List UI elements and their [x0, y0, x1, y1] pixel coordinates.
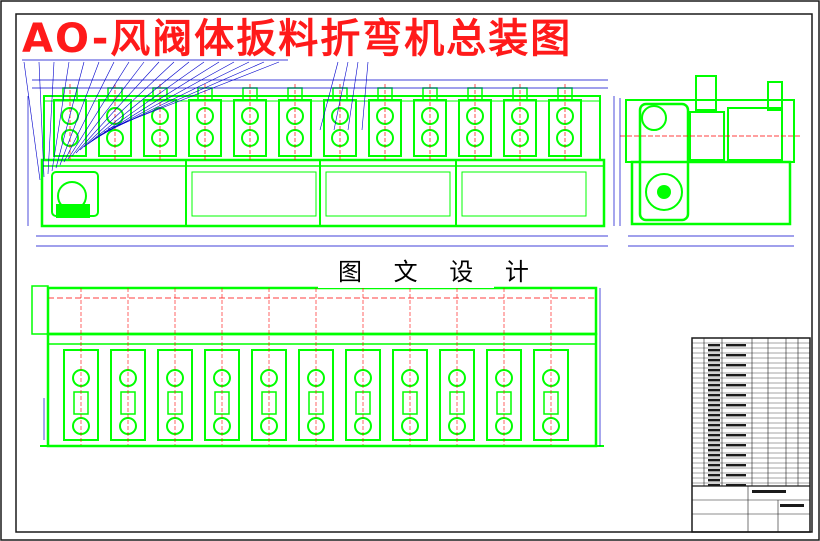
side-top-pulley: [641, 105, 667, 131]
side-base: [630, 160, 792, 226]
parts-list-code-3: [708, 359, 720, 362]
parts-list-code-4: [708, 364, 720, 367]
parts-list-name-12: [726, 404, 746, 407]
parts-list-code-10: [708, 394, 720, 397]
parts-list-name-0: [726, 344, 746, 347]
parts-list-name-28: [726, 484, 746, 487]
leader-line-right-3: [361, 61, 369, 131]
leader-line-right-1: [333, 61, 349, 131]
parts-list-name-16: [726, 424, 746, 427]
top-left-endplate: [31, 285, 49, 335]
base-panel-2: [461, 171, 587, 217]
top-view: [31, 285, 604, 448]
leader-line-0: [23, 61, 41, 181]
parts-list-code-16: [708, 424, 720, 427]
parts-list-code-12: [708, 404, 720, 407]
watermark-background: [318, 254, 494, 288]
leader-line-6: [63, 61, 115, 163]
parts-list-code-1: [708, 349, 720, 352]
parts-list-code-25: [708, 469, 720, 472]
leader-line-5: [59, 61, 100, 166]
parts-list-code-17: [708, 429, 720, 432]
sheet-inner-frame: [15, 13, 813, 533]
leader-line-10: [79, 61, 175, 151]
motor-base: [56, 204, 90, 218]
parts-list-code-7: [708, 379, 720, 382]
leader-line-8: [71, 61, 145, 157]
leader-line-17: [107, 61, 280, 130]
parts-list-code-6: [708, 374, 720, 377]
parts-list-code-0: [708, 344, 720, 347]
parts-list-name-18: [726, 434, 746, 437]
parts-list-name-2: [726, 354, 746, 357]
parts-list-code-21: [708, 449, 720, 452]
side-upper-frame: [625, 99, 795, 163]
parts-list-name-4: [726, 364, 746, 367]
parts-list-name-22: [726, 454, 746, 457]
parts-list-code-11: [708, 399, 720, 402]
title-block-frame: [691, 337, 811, 533]
parts-list-code-13: [708, 409, 720, 412]
roller-beam: [43, 95, 601, 161]
leader-line-7: [67, 61, 130, 160]
front-view: [22, 59, 615, 247]
title-block-name-mark: [752, 490, 786, 493]
side-belt-guard: [638, 102, 690, 222]
leader-line-2: [47, 61, 55, 175]
base-panel-1: [325, 171, 451, 217]
leader-line-1: [38, 61, 45, 178]
parts-list-name-6: [726, 374, 746, 377]
base-panel-0: [191, 171, 317, 217]
parts-list-name-8: [726, 384, 746, 387]
parts-list-code-18: [708, 434, 720, 437]
parts-list-code-26: [708, 474, 720, 477]
parts-list-name-14: [726, 414, 746, 417]
side-adjuster-column: [695, 75, 717, 111]
side-pulley-hub: [657, 185, 671, 199]
parts-list-code-24: [708, 464, 720, 467]
parts-list-code-5: [708, 369, 720, 372]
side-roller-head: [727, 107, 783, 161]
design-watermark: 图 文 设 计: [338, 258, 541, 286]
parts-list-name-20: [726, 444, 746, 447]
parts-list-code-28: [708, 484, 720, 487]
title-block-parts-list: [691, 337, 811, 533]
parts-list-code-15: [708, 419, 720, 422]
parts-list-code-19: [708, 439, 720, 442]
side-view: [619, 75, 800, 247]
parts-list-code-27: [708, 479, 720, 482]
leader-line-11: [83, 61, 190, 148]
drawing-title: AO-风阀体扳料折弯机总装图: [22, 16, 572, 62]
parts-list-code-23: [708, 459, 720, 462]
side-roller-column: [767, 81, 783, 111]
parts-list-code-22: [708, 454, 720, 457]
parts-list-code-9: [708, 389, 720, 392]
parts-list-name-24: [726, 464, 746, 467]
parts-list-code-14: [708, 414, 720, 417]
parts-list-code-8: [708, 384, 720, 387]
parts-list-name-10: [726, 394, 746, 397]
leader-line-right-0: [319, 61, 339, 131]
side-bottom-pulley: [645, 173, 683, 211]
parts-list-code-2: [708, 354, 720, 357]
title-block-number-mark: [780, 504, 804, 507]
top-beam: [46, 286, 598, 336]
parts-list-name-26: [726, 474, 746, 477]
parts-list-code-20: [708, 444, 720, 447]
leader-line-right-2: [347, 61, 359, 131]
leader-line-9: [75, 61, 160, 154]
